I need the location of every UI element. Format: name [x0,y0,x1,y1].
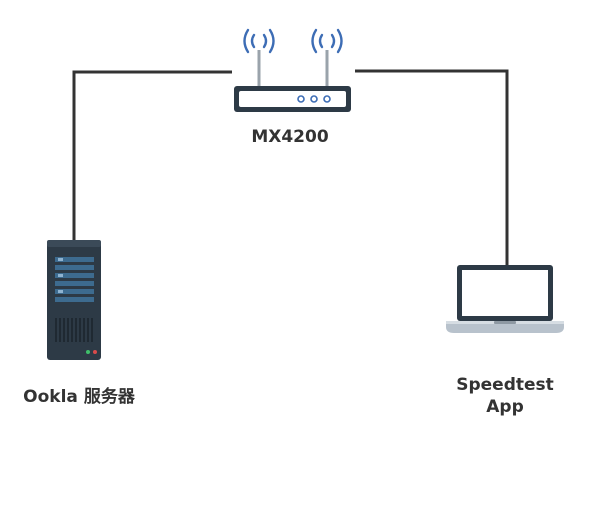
wifi-signal-icon [243,28,343,54]
router-icon [234,50,351,112]
laptop-icon [446,265,564,333]
server-icon [47,240,101,360]
app-label: Speedtest App [440,374,570,418]
router-label: MX4200 [251,127,329,147]
server-label: Ookla 服务器 [23,387,135,407]
app-label-line1: Speedtest [456,375,554,395]
connection-router-laptop [355,69,509,265]
app-label-line2: App [486,397,524,417]
connection-router-server [72,70,232,240]
